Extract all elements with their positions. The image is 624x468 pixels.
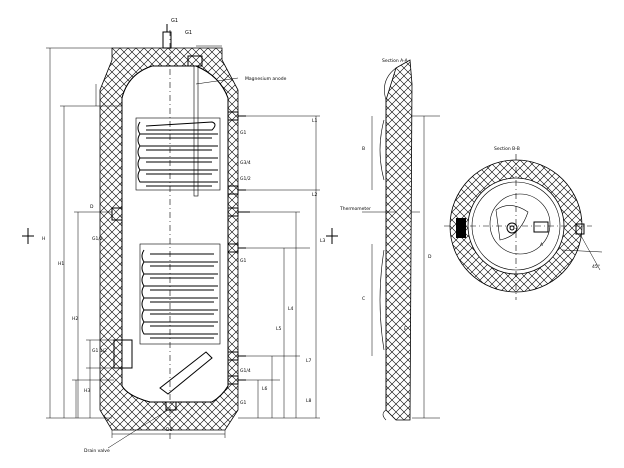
top-sensor-pocket (533, 221, 549, 233)
left-fitting (111, 207, 123, 221)
left-fitting-label-3: G1 1/2 (92, 348, 107, 354)
bottom-heater (159, 351, 213, 395)
dim-l3: L3 (320, 238, 326, 244)
fitting-g1b: G1 (240, 258, 246, 264)
dim-l2: L2 (312, 192, 318, 198)
front-view: G1 G1 Magnesium anode (22, 18, 338, 454)
drain-label: Drain valve (84, 448, 110, 454)
dim-l1: L1 (312, 118, 318, 124)
fitting-g14: G1/4 (240, 368, 251, 374)
top-left-flange (456, 218, 466, 238)
right-dimensions: L1 L2 L3 L4 L5 L6 L7 L8 G1 G1/2 G3/4 G1 … (238, 115, 338, 419)
side-dim-d: D (428, 254, 432, 260)
dim-h: H (42, 236, 45, 242)
dim-h3: H3 (84, 388, 90, 394)
thermometer-label: Thermometer (339, 206, 371, 212)
side-dim-c: C (362, 296, 365, 302)
top-coil (489, 193, 551, 255)
top-dim-angle: 45° (592, 264, 600, 270)
side-section-view: Section A-A B C D E Thermometer (339, 58, 440, 421)
top-section-title: Section B-B (494, 146, 520, 152)
drain-fitting (165, 401, 177, 411)
left-dimensions: H H1 H2 H3 D G1/2 G1 1/2 (22, 47, 122, 419)
anode-label: Magnesium anode (245, 76, 287, 82)
left-fitting-label-2: G1/2 (92, 236, 103, 242)
left-fitting-label: D (90, 204, 94, 210)
top-section-view: Section B-B A 45° (444, 146, 603, 300)
fitting-g34: G3/4 (240, 160, 251, 166)
dim-l5: L5 (276, 326, 282, 332)
inspection-flange (113, 339, 133, 369)
dim-l4: L4 (288, 306, 294, 312)
top-coil-turn (495, 205, 529, 241)
bottom-dim-label: D1 (166, 427, 172, 433)
side-section-title: Section A-A (382, 58, 409, 64)
side-dim-e: E (404, 326, 407, 332)
magnesium-anode (193, 65, 199, 197)
top-center-fitting (506, 222, 518, 234)
side-outer-edge (382, 67, 397, 421)
fitting-g1c: G1 (240, 400, 246, 406)
insulation-jacket (99, 47, 239, 431)
upper-heating-coil (135, 117, 221, 191)
dim-h2: H2 (72, 316, 78, 322)
fitting-g12: G1/2 (240, 176, 251, 182)
top-fitting-label: G1 (171, 18, 178, 24)
side-insulation (385, 59, 413, 421)
dim-l8: L8 (306, 398, 312, 404)
top-dim-a: A (540, 242, 544, 248)
lower-heating-coil (139, 243, 221, 345)
fitting-g1: G1 (240, 130, 246, 136)
dim-h1: H1 (58, 261, 64, 267)
dim-l6: L6 (262, 386, 268, 392)
side-dim-b: B (362, 146, 365, 152)
inner-tank (121, 65, 229, 403)
top-fitting-label-2: G1 (185, 30, 192, 36)
dim-l7: L7 (306, 358, 312, 364)
